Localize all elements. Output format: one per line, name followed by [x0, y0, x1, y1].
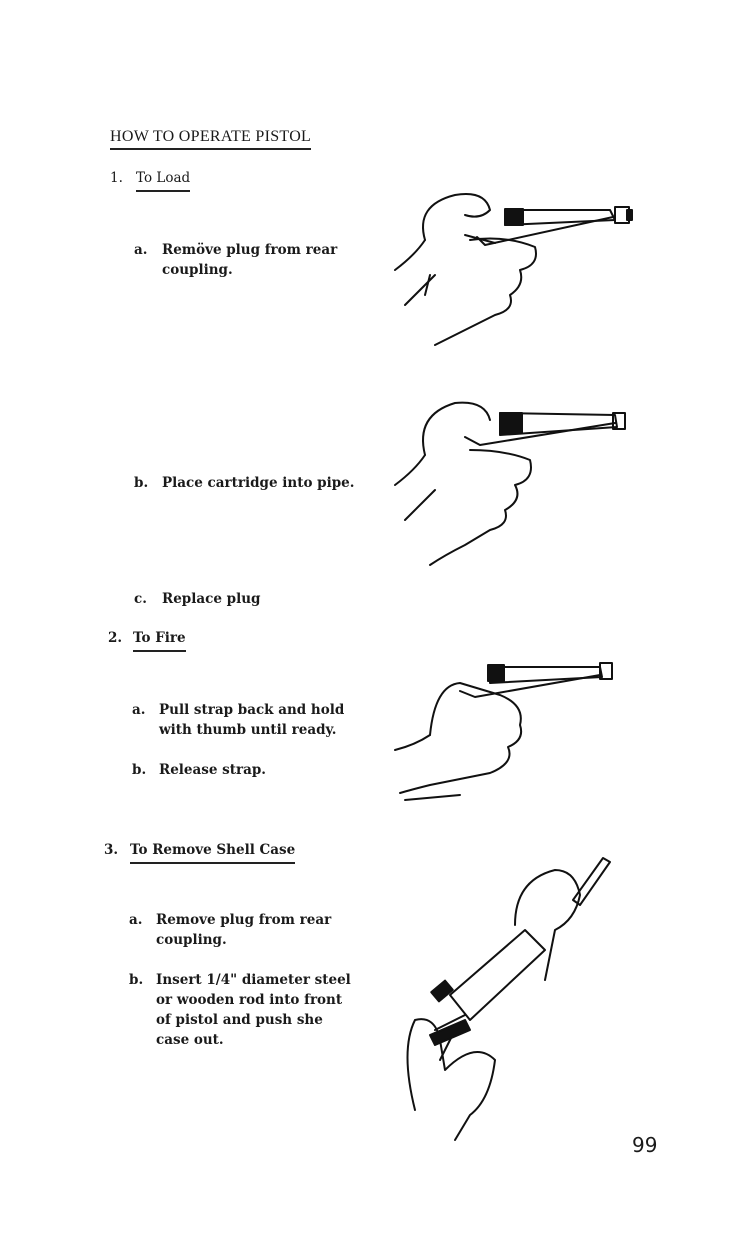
illustration-place-cartridge: [394, 401, 626, 566]
step-text: Pull strap back and hold: [159, 702, 345, 718]
section-number: 2.: [108, 630, 123, 646]
section-heading-fire: To Fire: [133, 628, 186, 652]
step-text: Insert 1/4" diameter steel: [156, 972, 351, 988]
step-letter: a.: [134, 242, 148, 258]
step-text: or wooden rod into front: [156, 992, 343, 1008]
step-letter: b.: [132, 762, 147, 778]
step-text: Place cartridge into pipe.: [162, 475, 355, 491]
step-text: Remove plug from rear: [156, 912, 332, 928]
illustration-remove-shell-case: [406, 857, 611, 1141]
step-text: Remöve plug from rear: [162, 242, 338, 258]
step-text: Replace plug: [162, 591, 261, 607]
step-text: case out.: [156, 1032, 224, 1048]
illustration-pull-strap: [394, 662, 613, 801]
page-title: HOW TO OPERATE PISTOL: [110, 128, 312, 150]
step-letter: c.: [134, 591, 147, 607]
step-text: Release strap.: [159, 762, 266, 778]
step-letter: a.: [129, 912, 143, 928]
step-letter: b.: [129, 972, 144, 988]
section-number: 3.: [104, 842, 119, 858]
step-text: coupling.: [156, 932, 227, 948]
step-letter: b.: [134, 475, 149, 491]
step-letter: a.: [132, 702, 146, 718]
step-text: coupling.: [162, 262, 233, 278]
page-number: 99: [632, 1133, 658, 1157]
section-number: 1.: [110, 170, 123, 186]
section-heading-load: To Load: [136, 168, 191, 192]
step-text: of pistol and push she: [156, 1012, 323, 1028]
illustration-remove-plug: [394, 193, 633, 346]
step-text: with thumb until ready.: [159, 722, 337, 738]
section-heading-remove-shell: To Remove Shell Case: [130, 840, 296, 864]
